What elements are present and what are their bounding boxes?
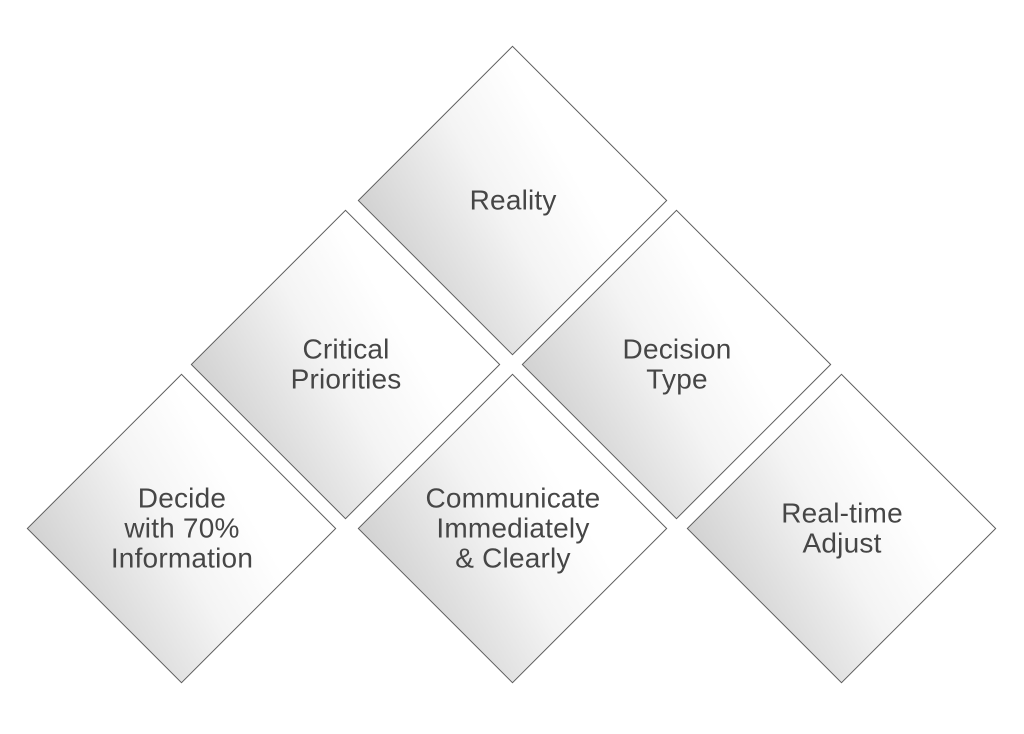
diamond-decision-type-label: Decision Type [621,332,731,394]
diamond-reality-label: Reality [468,183,556,215]
diamond-decide-with-70-information-label: Decide with 70% Information [109,481,253,574]
diamond-communicate-immediately-clearly-label: Communicate Immediately & Clearly [424,481,600,574]
diamond-real-time-adjust-label: Real-time Adjust [780,496,902,558]
diamond-critical-priorities-label: Critical Priorities [289,332,401,394]
